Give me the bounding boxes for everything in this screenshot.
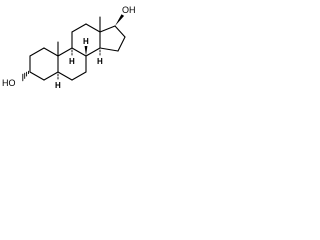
hydrogen-c8: H — [83, 37, 89, 56]
hydroxyl-c3-bond — [22, 70, 29, 82]
hydrogen-c8-label: H — [83, 37, 89, 46]
hydrogen-c14-label: H — [97, 57, 103, 66]
hydrogen-c14: H — [97, 49, 103, 66]
hydrogen-c5: H — [55, 73, 61, 90]
ring-c — [71, 23, 101, 57]
steroid-structure-diagram: OH HO H H H H — [2, 5, 136, 90]
ring-a — [29, 47, 59, 81]
hydroxyl-top-label: OH — [122, 5, 136, 15]
hydrogen-c9-label: H — [69, 57, 75, 66]
hydroxyl-c17-bond — [115, 14, 125, 26]
hydrogen-c9: H — [69, 49, 75, 66]
hydroxyl-left-label: HO — [2, 78, 16, 88]
hydrogen-c5-label: H — [55, 81, 61, 90]
ring-b — [57, 47, 87, 81]
ring-d — [99, 25, 126, 52]
